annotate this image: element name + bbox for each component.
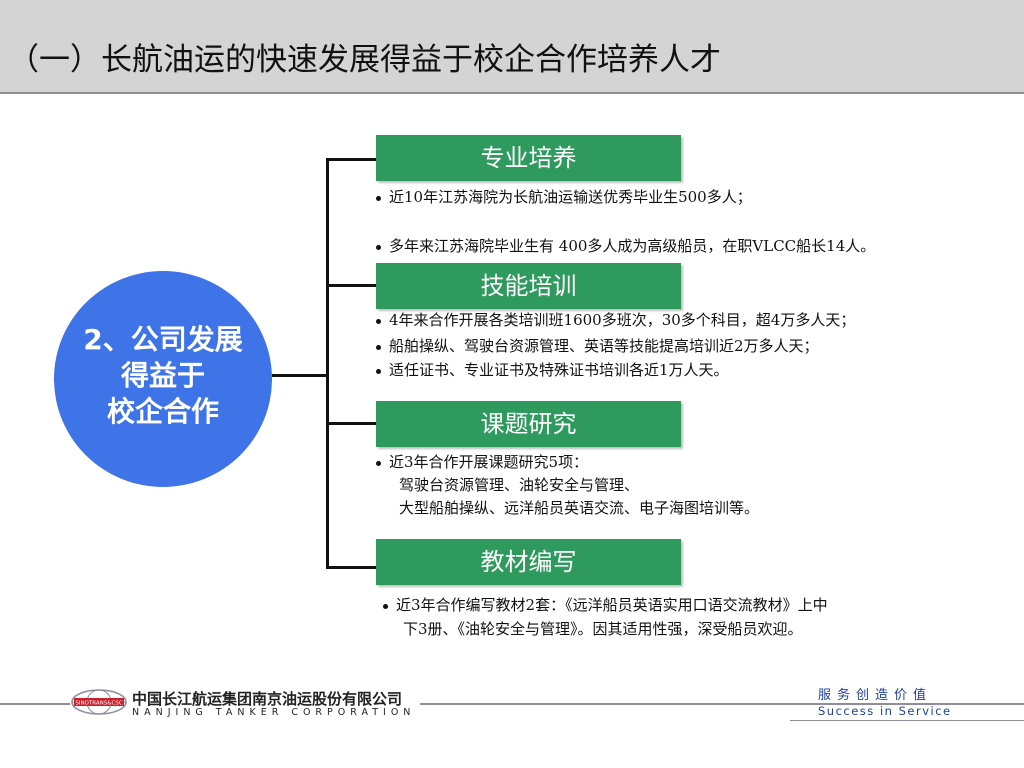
bullet-continuation: 大型船舶操纵、远洋船员英语交流、电子海图培训等。 xyxy=(399,499,760,517)
slogan-en: Success in Service xyxy=(818,704,952,718)
bullet-item: 适任证书、专业证书及特殊证书培训各近1万人天。 xyxy=(376,359,729,380)
bullet-text: 多年来江苏海院毕业生有 400多人成为高级船员，在职VLCC船长14人。 xyxy=(389,237,876,255)
bullet-text: 船舶操纵、驾驶台资源管理、英语等技能提高培训近2万多人天； xyxy=(389,337,819,355)
bullet-item: 船舶操纵、驾驶台资源管理、英语等技能提高培训近2万多人天； xyxy=(376,335,819,356)
bullet-text: 4年来合作开展各类培训班1600多班次，30多个科目，超4万多人天； xyxy=(389,311,856,329)
bullet-continuation: 下3册、《油轮安全与管理》。因其适用性强，深受船员欢迎。 xyxy=(403,620,803,638)
logo-text: SINOTRANS&CSC xyxy=(75,701,123,707)
connector-branch-3 xyxy=(326,422,376,425)
footer-rule-right xyxy=(420,703,1024,705)
bullet-dot-icon xyxy=(376,195,381,201)
center-circle-label: 2、公司发展 得益于 校企合作 xyxy=(54,322,272,430)
slide-header: （一）长航油运的快速发展得益于校企合作培养人才 xyxy=(0,0,1024,92)
bullet-text: 近3年合作编写教材2套：《远洋船员英语实用口语交流教材》上中 xyxy=(396,596,828,614)
slide-title: （一）长航油运的快速发展得益于校企合作培养人才 xyxy=(8,42,721,78)
bullet-item: 近3年合作开展课题研究5项： xyxy=(376,451,588,472)
company-logo-icon: SINOTRANS&CSC xyxy=(71,689,127,715)
header-divider xyxy=(0,92,1024,94)
footer-rule-left xyxy=(0,703,70,705)
section-box-skill-training: 技能培训 xyxy=(376,263,681,309)
bullet-text: 近10年江苏海院为长航油运输送优秀毕业生500多人； xyxy=(389,188,752,206)
bullet-dot-icon xyxy=(376,344,381,350)
connector-branch-2 xyxy=(326,284,376,287)
bullet-dot-icon xyxy=(383,603,388,609)
bullet-text: 近3年合作开展课题研究5项： xyxy=(389,453,589,471)
bullet-item: 近10年江苏海院为长航油运输送优秀毕业生500多人； xyxy=(376,186,752,207)
slogan-cn: 服务创造价值 xyxy=(818,688,933,703)
section-box-research: 课题研究 xyxy=(376,401,681,447)
connector-branch-1 xyxy=(326,158,376,161)
bullet-item: 多年来江苏海院毕业生有 400多人成为高级船员，在职VLCC船长14人。 xyxy=(376,235,875,256)
bullet-dot-icon xyxy=(376,244,381,250)
footer-rule-under-slogan xyxy=(790,720,1024,721)
company-name-cn: 中国长江航运集团南京油运股份有限公司 xyxy=(132,690,403,708)
bullet-item: 4年来合作开展各类培训班1600多班次，30多个科目，超4万多人天； xyxy=(376,309,855,330)
company-name-en: NANJING TANKER CORPORATION xyxy=(132,707,416,718)
connector-spine xyxy=(326,158,329,569)
bullet-dot-icon xyxy=(376,318,381,324)
center-line-2: 得益于 xyxy=(120,359,205,392)
bullet-text: 适任证书、专业证书及特殊证书培训各近1万人天。 xyxy=(389,361,729,379)
bullet-dot-icon xyxy=(376,460,381,466)
center-line-3: 校企合作 xyxy=(106,395,219,428)
center-line-1: 2、公司发展 xyxy=(83,323,243,356)
center-circle xyxy=(54,271,272,487)
bullet-continuation: 驾驶台资源管理、油轮安全与管理、 xyxy=(399,476,640,494)
section-box-textbook-writing: 教材编写 xyxy=(376,539,681,585)
connector-branch-4 xyxy=(326,566,376,569)
bullet-dot-icon xyxy=(376,368,381,374)
bullet-item: 近3年合作编写教材2套：《远洋船员英语实用口语交流教材》上中 xyxy=(383,594,828,615)
section-box-professional-training: 专业培养 xyxy=(376,135,681,181)
connector-stem xyxy=(272,374,328,377)
